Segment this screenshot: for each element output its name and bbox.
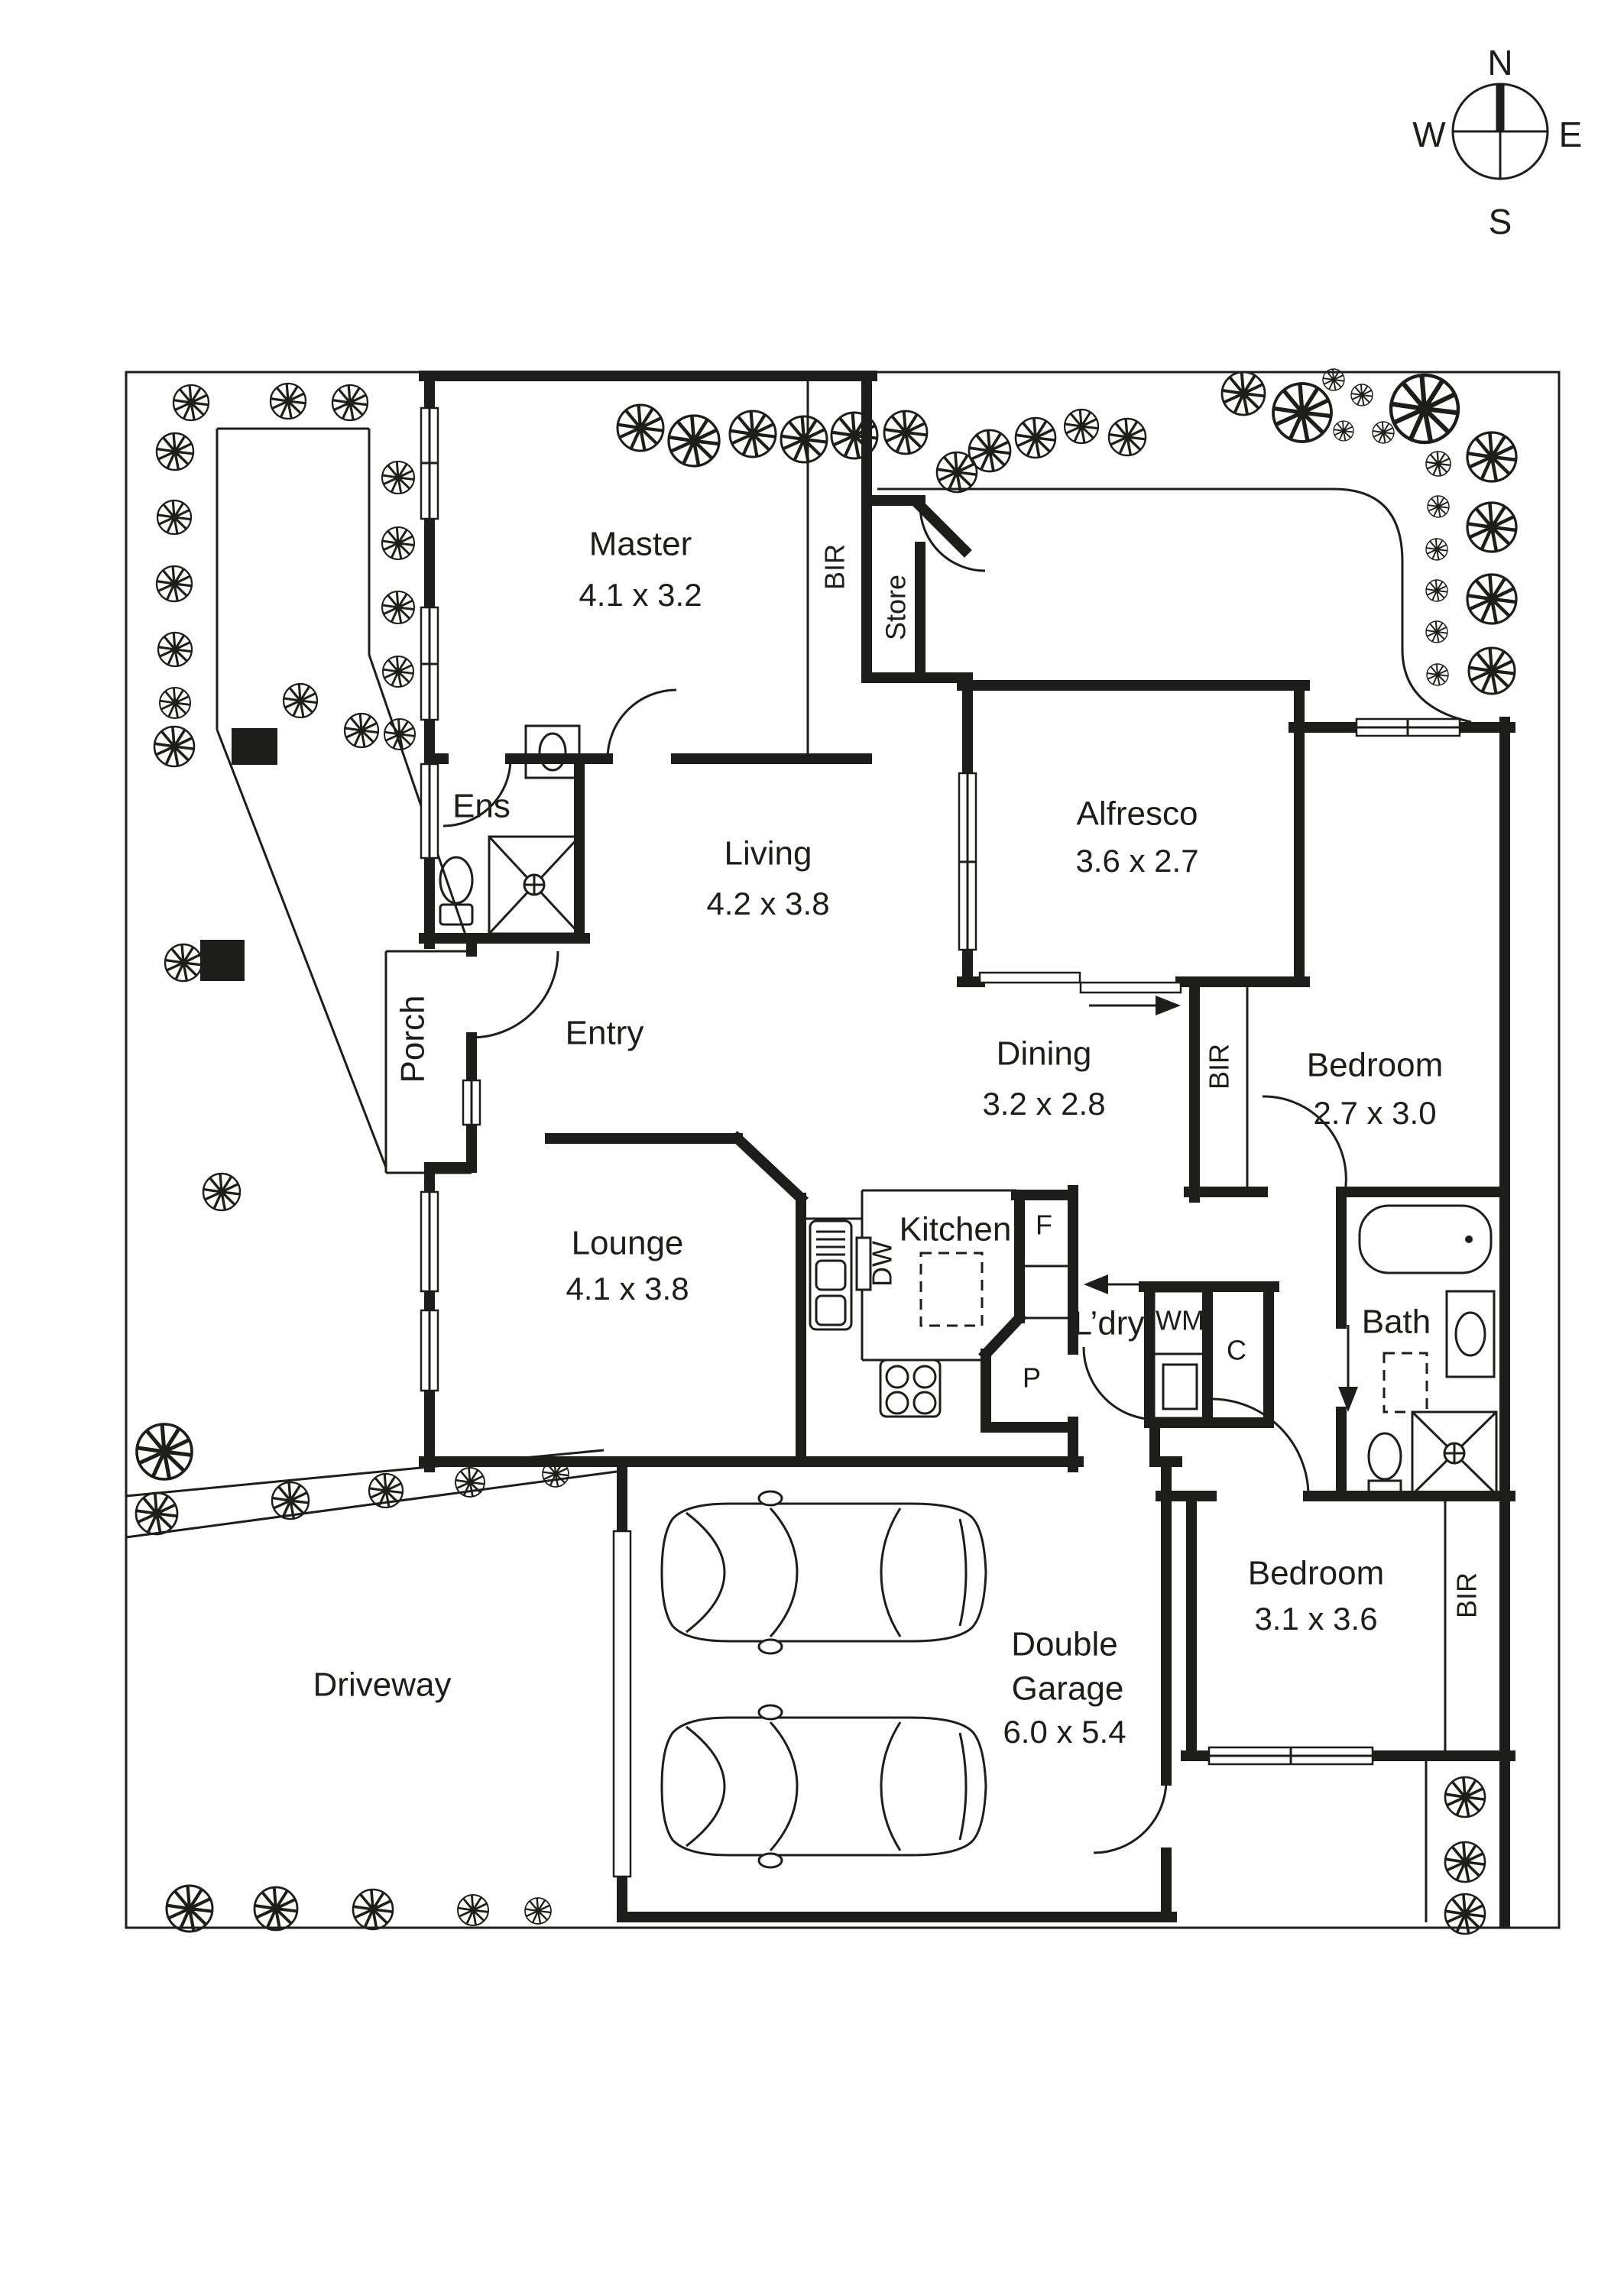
windows [420,406,1461,1766]
compass-west: W [1412,115,1446,154]
laundry-fixtures [1152,1290,1207,1420]
store-label: Store [880,575,912,640]
fridge-label: F [1036,1210,1052,1241]
rear-bir-label: BIR [1204,1044,1235,1090]
dining-label: Dining [997,1035,1092,1073]
driveway-label: Driveway [313,1666,452,1704]
dishwasher [855,1236,872,1291]
compass-east: E [1559,115,1583,154]
bath-entry-arrow [1338,1325,1358,1412]
laundry-entry-arrow [1084,1274,1152,1294]
compass-south: S [1489,202,1512,241]
compass-north: N [1487,43,1512,83]
porch-outline [384,950,472,1174]
lounge-label: Lounge [572,1225,684,1262]
porch-label: Porch [394,996,432,1083]
bath-label: Bath [1362,1303,1431,1341]
rear-bedroom-label: Bedroom [1307,1047,1444,1084]
property-boundary [125,371,1561,1929]
walls [419,371,1515,1928]
garden-planter-box [232,728,277,765]
car-icon [660,1704,987,1869]
pantry-label: P [1023,1362,1041,1394]
room-labels: Master 4.1 x 3.2 BIR Store Ens Living 4.… [313,526,1483,1750]
wm-label: WM [1156,1305,1204,1336]
shower [1411,1410,1498,1496]
alfresco-dims: 3.6 x 2.7 [1075,843,1198,879]
bath-fixtures [1358,1204,1498,1499]
side-bir-label: BIR [1451,1572,1483,1618]
ens-label: Ens [452,788,511,825]
cupboard-label: C [1227,1335,1246,1366]
entry-label: Entry [566,1015,644,1052]
garage-dims: 6.0 x 5.4 [1003,1714,1126,1750]
garden-planter-box [200,940,245,981]
kitchen-island [919,1252,984,1327]
alfresco-label: Alfresco [1077,795,1198,833]
master-bir-label: BIR [819,544,851,590]
kitchen-label: Kitchen [900,1211,1012,1248]
cooktop [879,1358,942,1418]
ensuite-fixtures [439,724,581,935]
side-bedroom-dims: 3.1 x 3.6 [1254,1601,1377,1637]
garage-label-line1: Double [1011,1626,1117,1663]
bathtub [1358,1204,1493,1274]
living-label: Living [724,835,812,873]
master-label: Master [589,526,692,563]
lounge-dims: 4.1 x 3.8 [566,1271,689,1307]
door-arcs [442,505,1347,1854]
dining-dims: 3.2 x 2.8 [982,1086,1105,1122]
kitchen-fixtures [806,1189,1068,1418]
laundry-label: L’dry [1074,1305,1145,1342]
car-icon [660,1490,987,1655]
sliding-door [978,971,1182,1015]
compass-icon: N S W E [1412,43,1582,241]
side-bedroom-label: Bedroom [1248,1555,1385,1592]
rear-bedroom-dims: 2.7 x 3.0 [1313,1095,1436,1131]
living-dims: 4.2 x 3.8 [706,886,829,921]
garage-label-line2: Garage [1012,1670,1124,1708]
dishwasher-label: DW [867,1241,898,1287]
garage-door [612,1530,632,1878]
master-dims: 4.1 x 3.2 [579,577,702,613]
